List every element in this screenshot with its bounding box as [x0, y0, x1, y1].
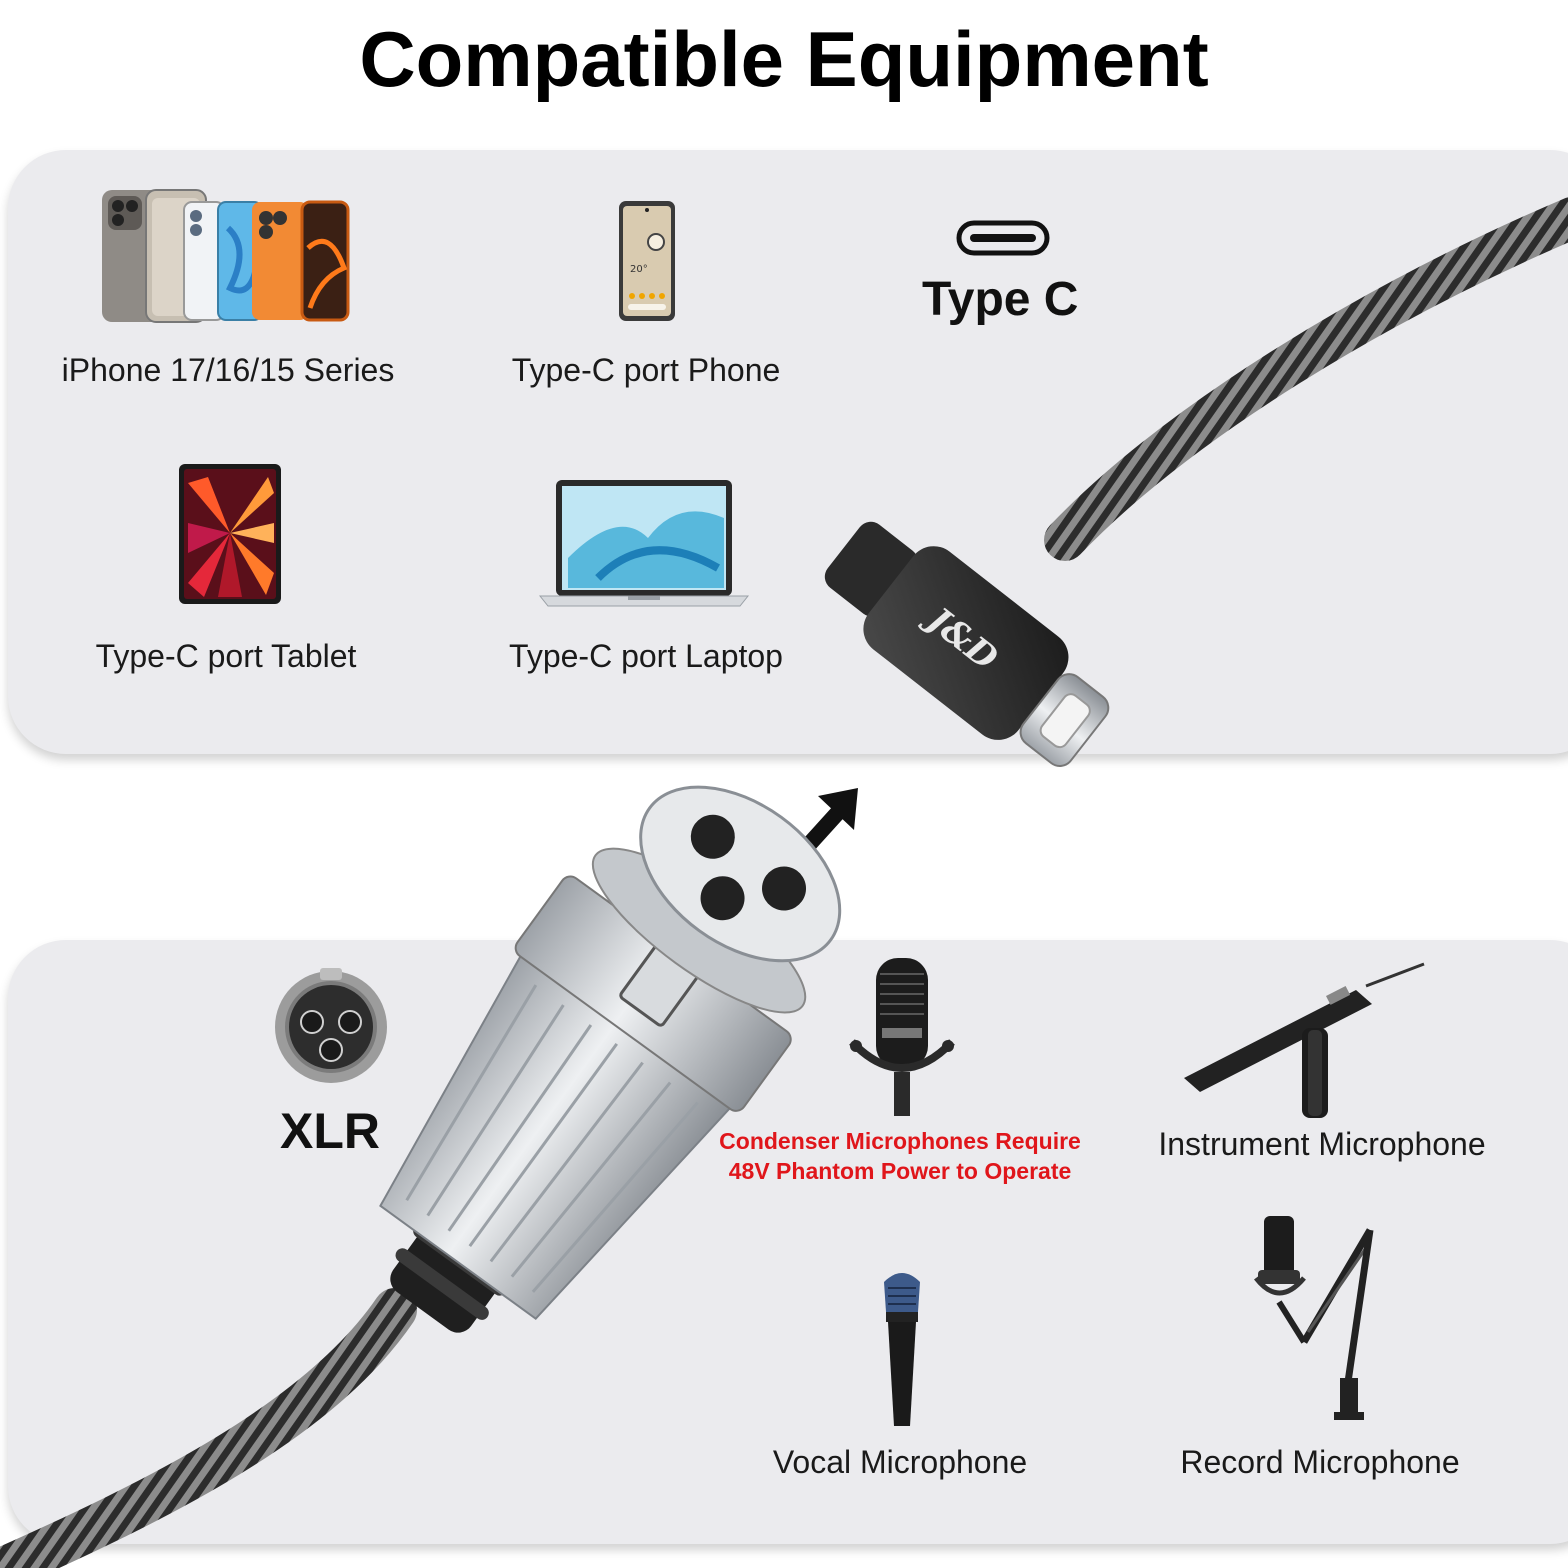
iphone-lineup-icon: [100, 188, 350, 324]
svg-text:20°: 20°: [630, 264, 648, 275]
device-label-record-mic: Record Microphone: [1180, 1444, 1460, 1480]
handheld-microphone-icon: [878, 1268, 926, 1430]
device-label-instrument-mic: Instrument Microphone: [1158, 1126, 1486, 1162]
usb-c-port-icon: [956, 220, 1050, 256]
device-label-iphone: iPhone 17/16/15 Series: [61, 352, 395, 388]
xlr-label: XLR: [280, 1103, 380, 1159]
phantom-power-warning: Condenser Microphones Require 48V Phanto…: [700, 1126, 1100, 1186]
tablet-icon: [178, 463, 282, 605]
warning-line-2: 48V Phantom Power to Operate: [728, 1158, 1072, 1184]
arrow-up-right-icon: [792, 788, 858, 862]
warning-line-1: Condenser Microphones Require: [719, 1128, 1081, 1154]
device-label-tablet: Type-C port Tablet: [95, 638, 357, 674]
type-c-label: Type C: [922, 273, 1079, 326]
device-label-laptop: Type-C port Laptop: [509, 638, 783, 674]
xlr-female-icon: [272, 968, 390, 1086]
device-label-vocal-mic: Vocal Microphone: [772, 1444, 1028, 1480]
boom-arm-microphone-icon: [1248, 1212, 1384, 1428]
condenser-microphone-icon: [848, 954, 956, 1118]
android-phone-icon: 20°: [618, 200, 676, 322]
laptop-icon: [538, 478, 750, 610]
shotgun-microphone-icon: [1176, 960, 1426, 1120]
device-label-phone: Type-C port Phone: [511, 352, 781, 388]
page-title: Compatible Equipment: [359, 15, 1209, 103]
